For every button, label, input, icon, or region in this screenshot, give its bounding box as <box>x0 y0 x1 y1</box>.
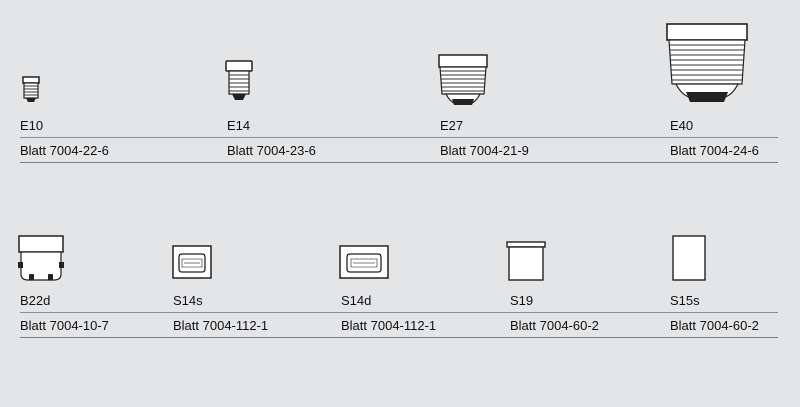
s15s-base-icon <box>672 235 706 281</box>
e10-base-icon <box>22 76 40 102</box>
base-code-e40: E40 <box>670 118 694 133</box>
sheet-ref-s19: Blatt 7004-60-2 <box>510 318 599 333</box>
row1-bottom-rule <box>20 162 778 163</box>
e27-base-icon <box>438 54 488 105</box>
s14d-base-icon <box>339 245 389 279</box>
sheet-ref-e14: Blatt 7004-23-6 <box>227 143 316 158</box>
sheet-ref-e40: Blatt 7004-24-6 <box>670 143 759 158</box>
base-code-b22d: B22d <box>20 293 51 308</box>
row2-bottom-rule <box>20 337 778 338</box>
base-code-s14s: S14s <box>173 293 203 308</box>
s14s-base-icon <box>172 245 212 279</box>
row2-top-rule <box>20 312 778 313</box>
sheet-ref-s14d: Blatt 7004-112-1 <box>341 318 437 333</box>
sheet-ref-s14s: Blatt 7004-112-1 <box>173 318 269 333</box>
base-code-s15s: S15s <box>670 293 700 308</box>
e14-base-icon <box>225 60 253 100</box>
base-code-e27: E27 <box>440 118 464 133</box>
sheet-ref-e27: Blatt 7004-21-9 <box>440 143 529 158</box>
base-code-s19: S19 <box>510 293 534 308</box>
row1-top-rule <box>20 137 778 138</box>
base-code-s14d: S14d <box>341 293 372 308</box>
base-code-e10: E10 <box>20 118 44 133</box>
b22d-base-icon <box>18 235 64 281</box>
sheet-ref-b22d: Blatt 7004-10-7 <box>20 318 109 333</box>
s19-base-icon <box>506 241 546 281</box>
base-code-e14: E14 <box>227 118 251 133</box>
sheet-ref-s15s: Blatt 7004-60-2 <box>670 318 759 333</box>
sheet-ref-e10: Blatt 7004-22-6 <box>20 143 109 158</box>
e40-base-icon <box>666 23 748 102</box>
